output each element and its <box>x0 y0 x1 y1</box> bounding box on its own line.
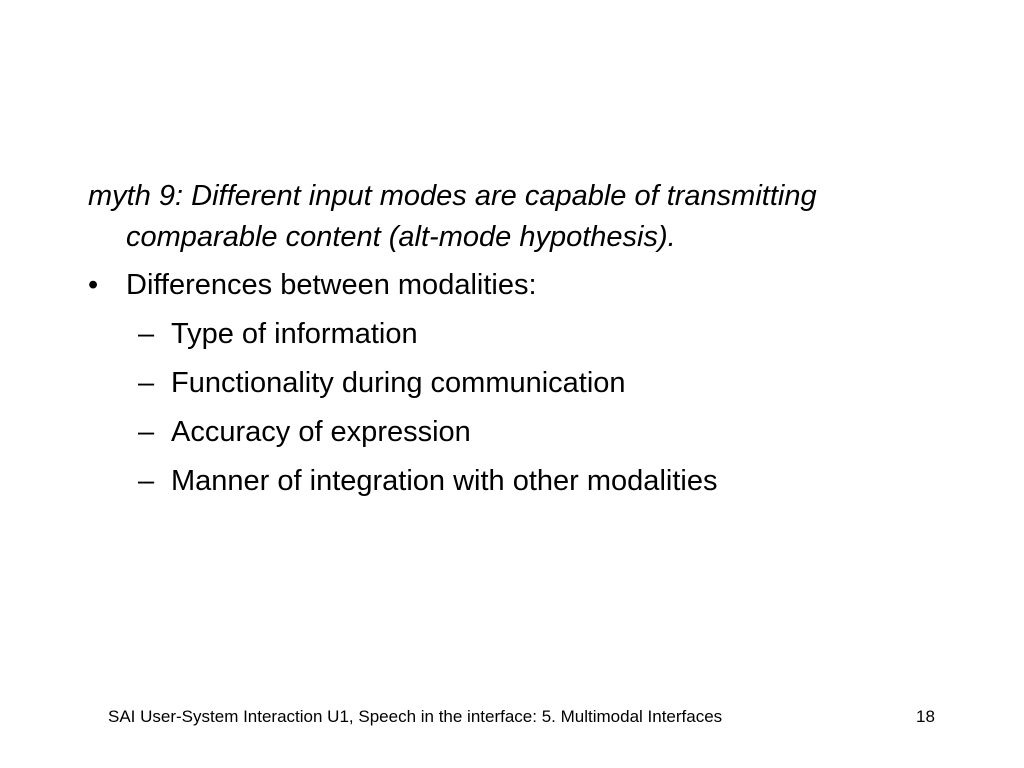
footer-title: SAI User-System Interaction U1, Speech i… <box>108 707 723 726</box>
sub-bullet-text: Functionality during communication <box>171 367 626 399</box>
dash-marker: – <box>138 416 155 448</box>
bullet-item: • Differences between modalities: <box>88 265 948 306</box>
dash-marker: – <box>138 318 155 350</box>
page-number: 18 <box>916 707 935 726</box>
dash-marker: – <box>138 465 155 497</box>
sub-bullet-text: Type of information <box>171 318 418 350</box>
sub-bullet-text: Accuracy of expression <box>171 416 471 448</box>
sub-bullet-text: Manner of integration with other modalit… <box>171 465 718 497</box>
bullet-marker: • <box>88 269 99 301</box>
sub-bullet-item: – Type of information <box>88 314 948 355</box>
bullet-text: Differences between modalities: <box>126 269 537 301</box>
sub-bullet-list: – Type of information – Functionality du… <box>88 314 948 502</box>
sub-bullet-item: – Functionality during communication <box>88 363 948 404</box>
sub-bullet-item: – Accuracy of expression <box>88 412 948 453</box>
myth-statement: myth 9: Different input modes are capabl… <box>88 180 817 253</box>
sub-bullet-item: – Manner of integration with other modal… <box>88 461 948 502</box>
dash-marker: – <box>138 367 155 399</box>
slide-content: myth 9: Different input modes are capabl… <box>88 176 948 502</box>
